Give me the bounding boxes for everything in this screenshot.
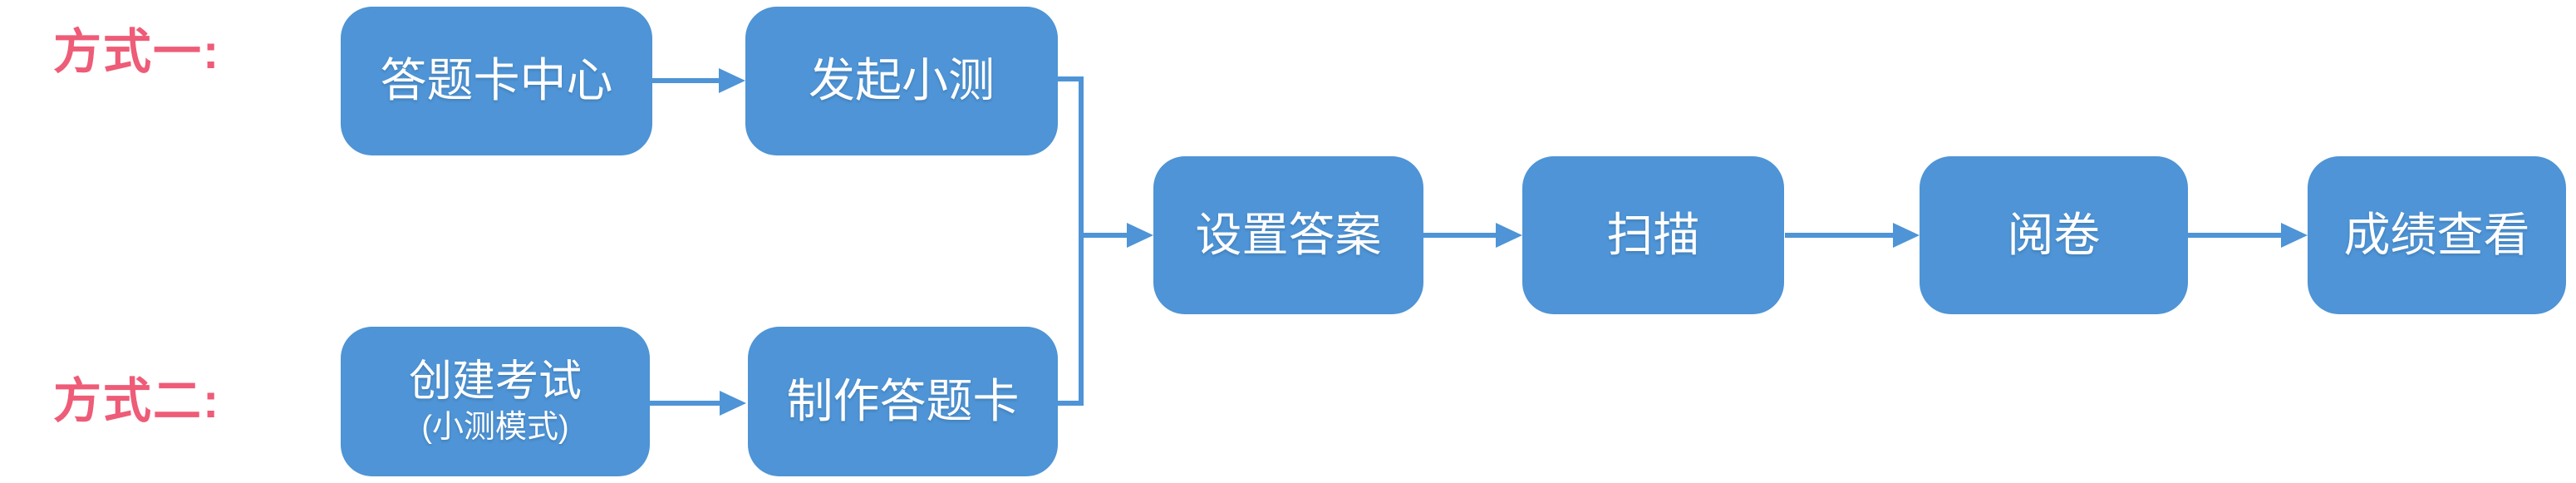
node-answer-card-center-text: 答题卡中心 — [380, 54, 613, 107]
node-start-quiz-text: 发起小测 — [809, 54, 995, 107]
node-scan: 扫描 — [1522, 156, 1784, 314]
node-make-answer-card-text: 制作答题卡 — [786, 374, 1020, 427]
arrowhead-setanswers-to-scan — [1496, 223, 1522, 248]
arrowhead-answercard-to-startquiz — [719, 68, 745, 93]
node-view-scores: 成绩查看 — [2308, 156, 2566, 314]
arrowhead-grading-to-viewscores — [2281, 223, 2308, 248]
node-scan-text: 扫描 — [1606, 208, 1700, 261]
node-create-exam-text: 创建考试 — [408, 357, 582, 407]
method2-label: 方式二: — [53, 374, 221, 428]
node-answer-card-center: 答题卡中心 — [341, 7, 652, 155]
node-grading-text: 阅卷 — [2007, 208, 2101, 261]
node-grading: 阅卷 — [1920, 156, 2188, 314]
merge-elbow-connector — [1058, 76, 1084, 406]
arrowhead-createexam-to-makecard — [720, 391, 746, 416]
node-start-quiz: 发起小测 — [745, 7, 1058, 155]
method1-label: 方式一: — [53, 25, 221, 79]
node-set-answers-text: 设置答案 — [1195, 208, 1382, 261]
node-create-exam: 创建考试 (小测模式) — [341, 327, 650, 476]
arrowhead-merge-to-setanswers — [1127, 223, 1153, 248]
node-create-exam-note: (小测模式) — [421, 410, 569, 445]
node-make-answer-card: 制作答题卡 — [748, 327, 1058, 476]
arrowhead-scan-to-grading — [1893, 223, 1920, 248]
node-set-answers: 设置答案 — [1153, 156, 1423, 314]
node-view-scores-text: 成绩查看 — [2343, 208, 2530, 261]
